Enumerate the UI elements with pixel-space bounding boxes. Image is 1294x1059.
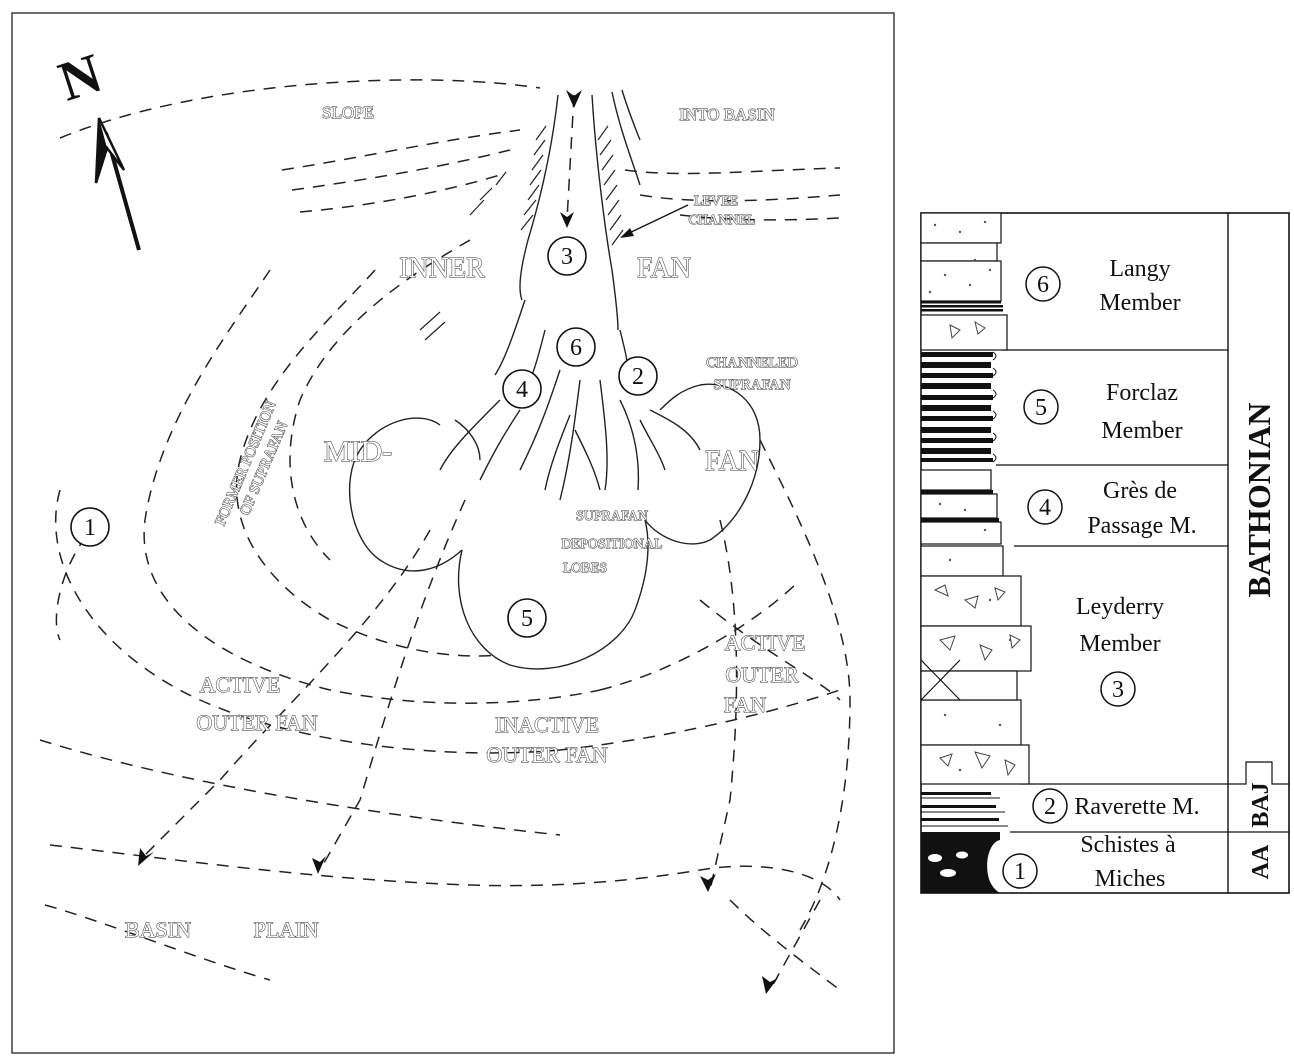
- svg-text:4: 4: [516, 377, 528, 403]
- map-number-4: 4: [502, 369, 542, 409]
- label-active-right-3: FAN: [724, 692, 766, 717]
- svg-text:Passage M.: Passage M.: [1087, 513, 1196, 539]
- label-active-right-2: OUTER: [725, 662, 799, 687]
- unit-raverette: 2 Raverette M.: [1032, 788, 1200, 824]
- stage-bathonian: BATHONIAN: [1241, 403, 1277, 598]
- label-plain: PLAIN: [254, 917, 319, 942]
- svg-text:6: 6: [1037, 272, 1049, 298]
- svg-text:6: 6: [570, 335, 582, 361]
- label-mid: MID-: [324, 435, 392, 468]
- svg-text:Member: Member: [1079, 631, 1160, 657]
- label-into-basin: INTO BASIN: [679, 105, 775, 124]
- stage-aa: AA: [1248, 844, 1274, 879]
- svg-text:Member: Member: [1099, 290, 1180, 316]
- north-label: N: [52, 42, 110, 113]
- label-channel: CHANNEL: [689, 213, 756, 228]
- svg-text:Member: Member: [1101, 418, 1182, 444]
- map-number-1: 1: [70, 507, 110, 547]
- unit-gres-de-passage: 4 Grès de Passage M.: [1027, 478, 1197, 539]
- svg-text:2: 2: [632, 364, 644, 390]
- label-lobes: LOBES: [563, 561, 607, 576]
- svg-text:3: 3: [1112, 677, 1124, 703]
- svg-text:Miches: Miches: [1095, 866, 1166, 892]
- levee-channel: [419, 89, 689, 341]
- svg-text:Langy: Langy: [1109, 256, 1170, 282]
- map-number-2: 2: [618, 356, 658, 396]
- map-number-3: 3: [547, 236, 587, 276]
- svg-text:Raverette M.: Raverette M.: [1074, 794, 1199, 820]
- unit-langy: 6 Langy Member: [1025, 256, 1181, 316]
- label-suprafan-dep: SUPRAFAN: [576, 509, 648, 524]
- label-inner: INNER: [399, 253, 485, 284]
- unit-schistes-a-miches: Schistes à Miches 1: [1002, 832, 1176, 892]
- svg-text:5: 5: [1035, 395, 1047, 421]
- label-basin: BASIN: [125, 917, 191, 942]
- contour-lines: [39, 79, 851, 991]
- suprafan-lobes: [348, 299, 761, 670]
- svg-text:2: 2: [1044, 794, 1056, 820]
- svg-text:5: 5: [521, 606, 533, 632]
- label-slope: SLOPE: [322, 103, 374, 122]
- flow-arrows: [138, 90, 778, 994]
- strat-column: [920, 212, 1290, 894]
- svg-text:4: 4: [1039, 495, 1051, 521]
- svg-text:3: 3: [561, 244, 573, 270]
- north-arrow-icon: [94, 117, 141, 251]
- svg-text:Grès de: Grès de: [1103, 478, 1177, 504]
- svg-text:1: 1: [84, 515, 96, 541]
- label-active-left-1: ACTIVE: [200, 672, 281, 697]
- unit-forclaz: 5 Forclaz Member: [1023, 380, 1183, 444]
- svg-text:Schistes à: Schistes à: [1080, 832, 1176, 858]
- label-fan-inner: FAN: [637, 253, 691, 284]
- unit-leyderry: Leyderry Member 3: [1076, 594, 1164, 707]
- label-active-right-1: ACTIVE: [725, 630, 806, 655]
- map-frame: [11, 12, 895, 1054]
- label-fan-mid: FAN: [705, 446, 759, 477]
- svg-text:Leyderry: Leyderry: [1076, 594, 1164, 620]
- map-number-6: 6: [556, 327, 596, 367]
- label-levee: LEVEE: [694, 194, 738, 209]
- label-channeled: CHANNELED: [706, 355, 798, 371]
- svg-text:1: 1: [1014, 859, 1026, 885]
- stage-baj: BAJ: [1248, 782, 1274, 827]
- svg-text:Forclaz: Forclaz: [1106, 380, 1178, 406]
- label-inactive-1: INACTIVE: [495, 712, 599, 737]
- label-suprafan-channeled: SUPRAFAN: [713, 377, 790, 393]
- map-number-5: 5: [507, 598, 547, 638]
- label-active-left-2: OUTER FAN: [196, 710, 317, 735]
- label-depositional: DEPOSITIONAL: [561, 537, 662, 552]
- label-inactive-2: OUTER FAN: [486, 742, 607, 767]
